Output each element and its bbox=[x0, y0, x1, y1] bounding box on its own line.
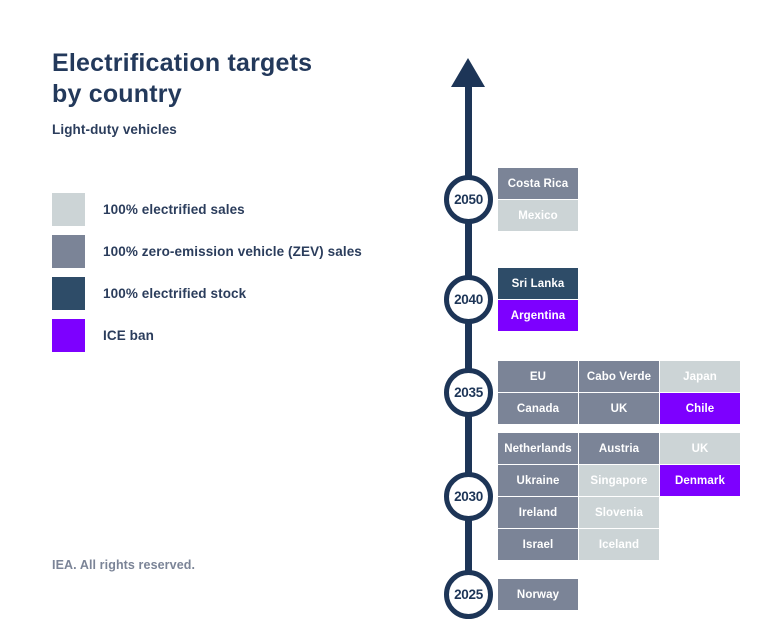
country-cell[interactable]: Netherlands bbox=[498, 433, 578, 464]
legend-item-electrified_stock[interactable]: 100% electrified stock bbox=[52, 277, 362, 310]
year-node-2025[interactable]: 2025 bbox=[444, 570, 493, 619]
year-node-2050[interactable]: 2050 bbox=[444, 175, 493, 224]
page-title: Electrification targets by country bbox=[52, 49, 313, 108]
page-subtitle: Light-duty vehicles bbox=[52, 122, 177, 137]
country-cell[interactable]: Israel bbox=[498, 529, 578, 560]
legend-swatch-zev_sales bbox=[52, 235, 85, 268]
legend-swatch-ice_ban bbox=[52, 319, 85, 352]
legend-swatch-electrified_sales bbox=[52, 193, 85, 226]
country-cell[interactable]: Austria bbox=[579, 433, 659, 464]
legend-label: 100% electrified sales bbox=[103, 202, 245, 217]
country-cell[interactable]: Mexico bbox=[498, 200, 578, 231]
country-cell[interactable]: Slovenia bbox=[579, 497, 659, 528]
country-cell[interactable]: Denmark bbox=[660, 465, 740, 496]
header: Electrification targets by country Light… bbox=[52, 48, 312, 137]
country-cell[interactable]: Iceland bbox=[579, 529, 659, 560]
country-cell[interactable]: Japan bbox=[660, 361, 740, 392]
legend: 100% electrified sales 100% zero-emission… bbox=[52, 193, 362, 352]
year-label: 2030 bbox=[454, 489, 483, 504]
country-cell[interactable]: Norway bbox=[498, 579, 578, 610]
year-node-2035[interactable]: 2035 bbox=[444, 368, 493, 417]
year-label: 2040 bbox=[454, 292, 483, 307]
year-label: 2050 bbox=[454, 192, 483, 207]
country-cell[interactable]: Chile bbox=[660, 393, 740, 424]
country-cell[interactable]: Ukraine bbox=[498, 465, 578, 496]
legend-item-electrified_sales[interactable]: 100% electrified sales bbox=[52, 193, 362, 226]
legend-item-zev_sales[interactable]: 100% zero-emission vehicle (ZEV) sales bbox=[52, 235, 362, 268]
country-cell[interactable]: Ireland bbox=[498, 497, 578, 528]
year-node-2030[interactable]: 2030 bbox=[444, 472, 493, 521]
country-group-2025: Norway bbox=[498, 579, 578, 610]
country-cell[interactable]: EU bbox=[498, 361, 578, 392]
copyright-notice: IEA. All rights reserved. bbox=[52, 558, 196, 572]
year-node-2040[interactable]: 2040 bbox=[444, 275, 493, 324]
country-cell[interactable]: Sri Lanka bbox=[498, 268, 578, 299]
country-cell[interactable]: Cabo Verde bbox=[579, 361, 659, 392]
country-cell[interactable]: UK bbox=[660, 433, 740, 464]
country-column: Norway bbox=[498, 579, 578, 610]
legend-label: 100% zero-emission vehicle (ZEV) sales bbox=[103, 244, 362, 259]
legend-swatch-electrified_stock bbox=[52, 277, 85, 310]
timeline-axis bbox=[465, 70, 472, 595]
legend-label: 100% electrified stock bbox=[103, 286, 247, 301]
legend-item-ice_ban[interactable]: ICE ban bbox=[52, 319, 362, 352]
country-cell[interactable]: Canada bbox=[498, 393, 578, 424]
legend-label: ICE ban bbox=[103, 328, 154, 343]
country-cell[interactable]: Costa Rica bbox=[498, 168, 578, 199]
country-cell[interactable]: Argentina bbox=[498, 300, 578, 331]
year-label: 2035 bbox=[454, 385, 483, 400]
country-cell[interactable]: UK bbox=[579, 393, 659, 424]
country-cell[interactable]: Singapore bbox=[579, 465, 659, 496]
year-label: 2025 bbox=[454, 587, 483, 602]
